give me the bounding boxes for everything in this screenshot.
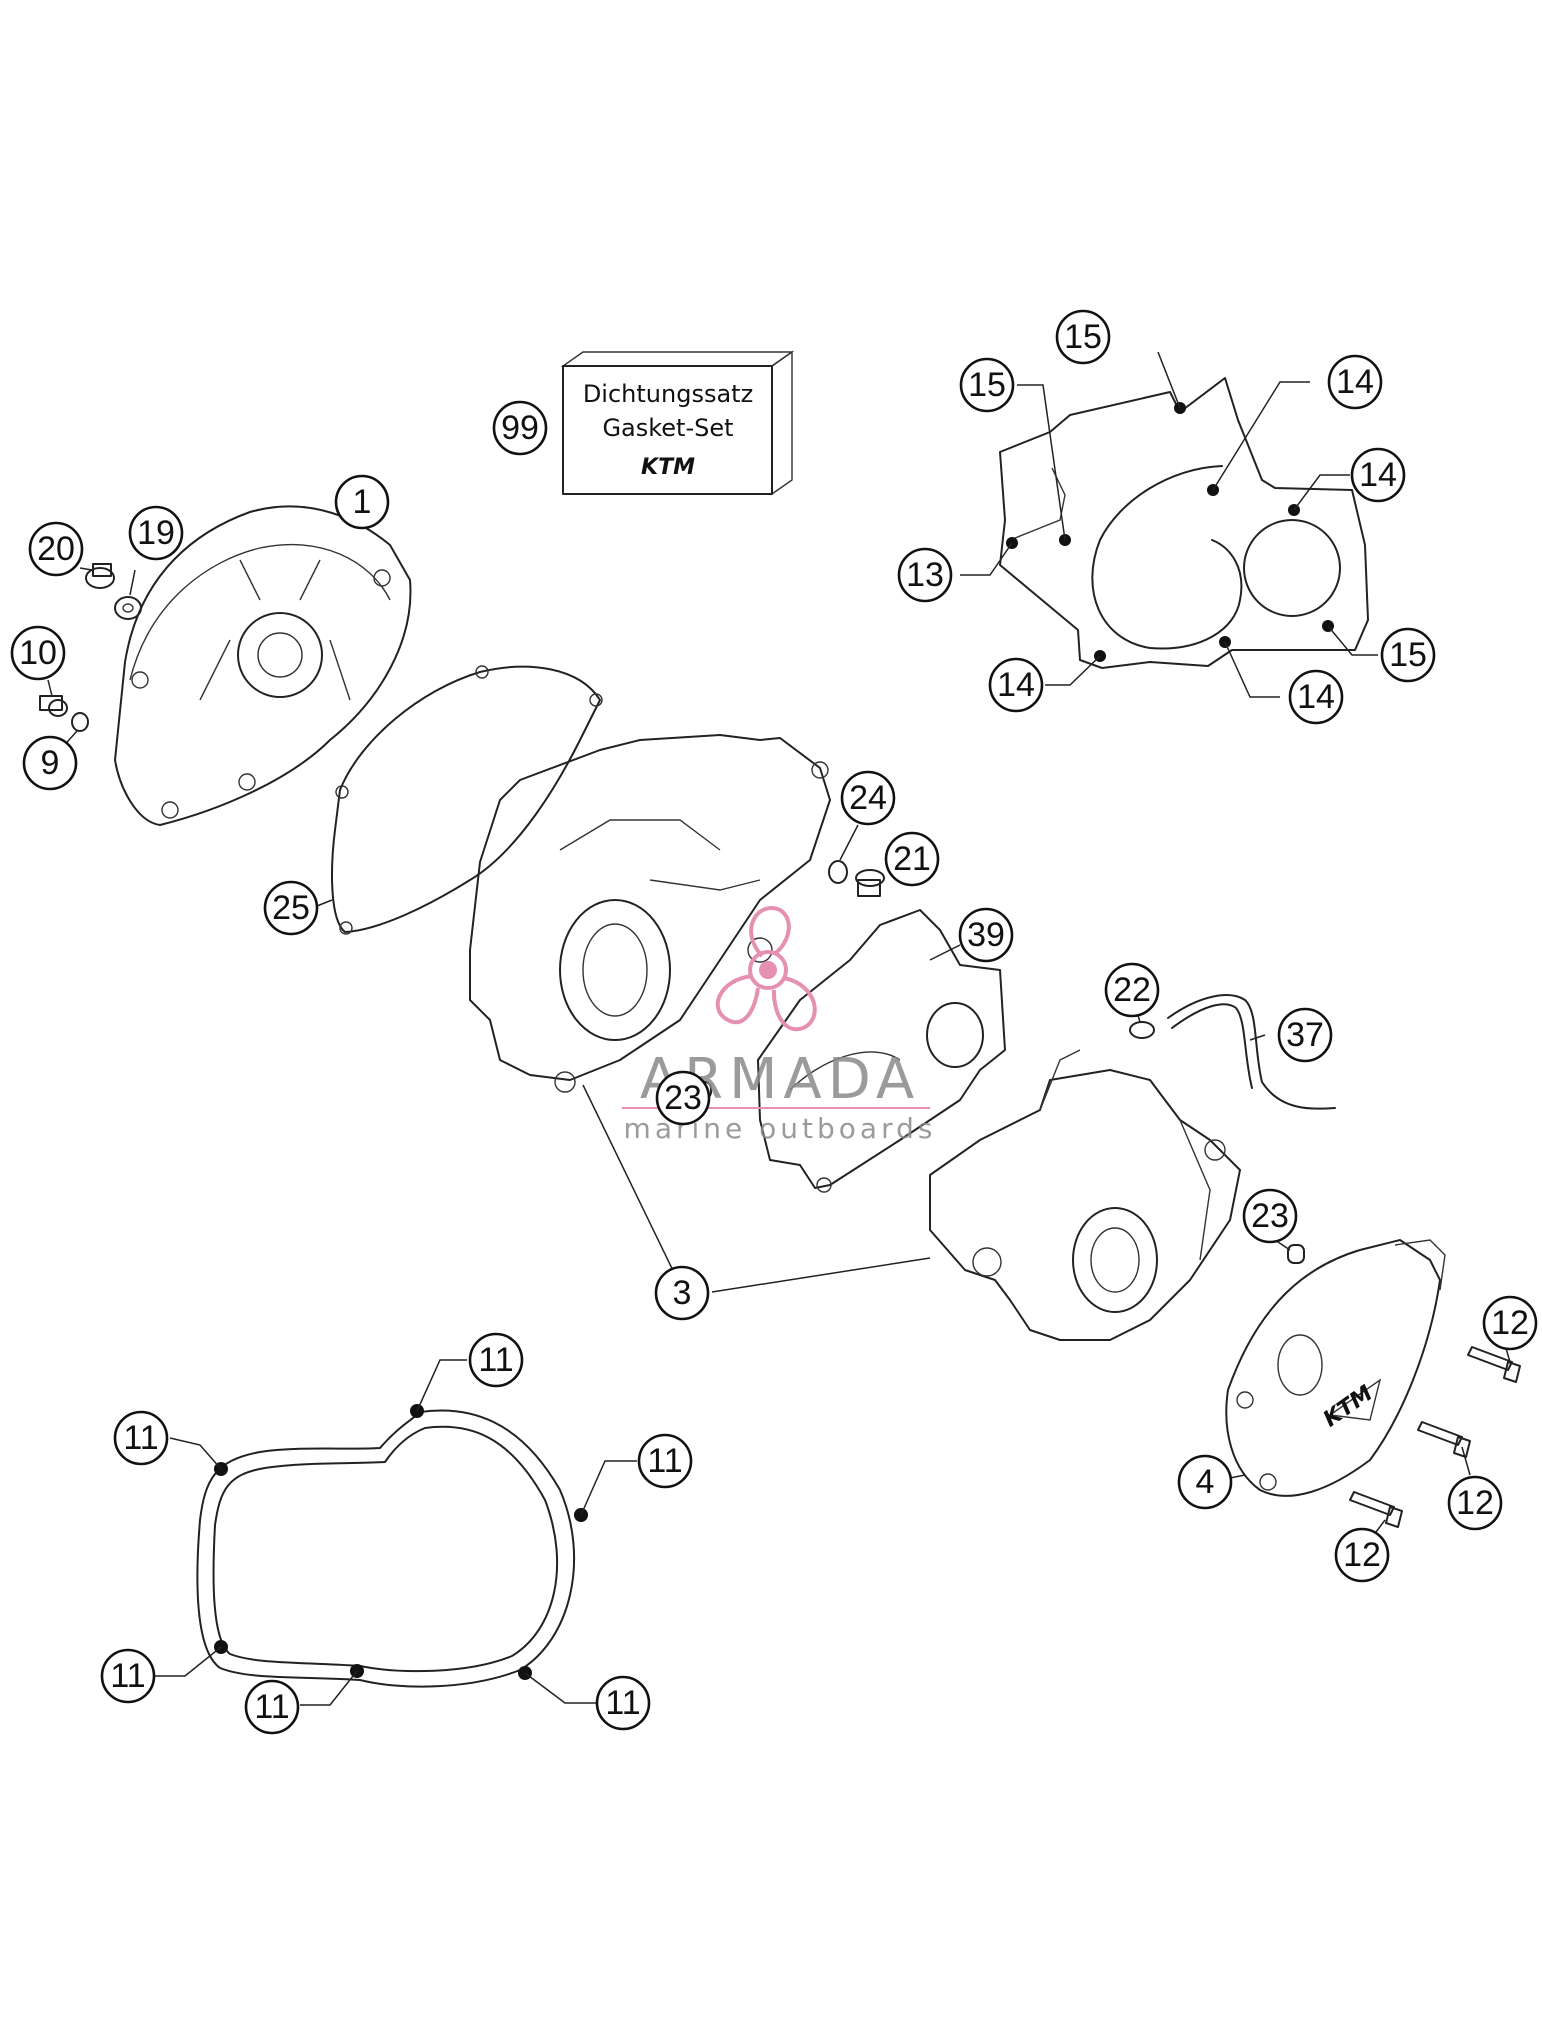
callout-number: 25 xyxy=(272,889,310,927)
callout-11-upper-left: 11 xyxy=(113,1410,169,1466)
callout-number: 11 xyxy=(123,1419,158,1457)
callout-4: 4 xyxy=(1177,1454,1233,1510)
callout-20: 20 xyxy=(28,521,84,577)
ktm-logo: KTM xyxy=(641,455,695,480)
callout-number: 13 xyxy=(906,556,944,594)
plug-and-washer xyxy=(828,824,885,897)
callout-number: 9 xyxy=(41,744,60,782)
callout-number: 19 xyxy=(137,514,175,552)
callout-number: 12 xyxy=(1456,1484,1494,1522)
cover-bolts xyxy=(1349,1344,1521,1541)
callout-number: 11 xyxy=(647,1442,682,1480)
crankcase-half-right xyxy=(711,1049,1241,1341)
callout-10: 10 xyxy=(10,625,66,681)
callout-15-right: 15 xyxy=(1380,627,1436,683)
crankcase-gasket xyxy=(311,665,603,935)
callout-99: 99 xyxy=(492,400,548,456)
callout-number: 4 xyxy=(1196,1463,1215,1501)
callout-number: 99 xyxy=(501,409,539,447)
gasket-set-box: Dichtungssatz Gasket-Set KTM xyxy=(560,350,795,496)
callout-11-lower-left: 11 xyxy=(100,1648,156,1704)
callout-23-right: 23 xyxy=(1242,1188,1298,1244)
callout-15-top: 15 xyxy=(1055,309,1111,365)
clutch-cover: KTM xyxy=(1219,1239,1446,1497)
callout-12-c: 12 xyxy=(1334,1527,1390,1583)
callout-number: 10 xyxy=(19,634,57,672)
callout-9: 9 xyxy=(22,735,78,791)
callout-number: 12 xyxy=(1343,1536,1381,1574)
callout-number: 12 xyxy=(1491,1304,1529,1342)
callout-14-bottom-left: 14 xyxy=(988,657,1044,713)
gasket-set-title-en: Gasket-Set xyxy=(602,414,733,442)
callout-14-top: 14 xyxy=(1327,354,1383,410)
callout-11-top: 11 xyxy=(468,1332,524,1388)
dowel-pin-right xyxy=(1274,1239,1305,1264)
callout-1: 1 xyxy=(334,474,390,530)
callout-21: 21 xyxy=(884,831,940,887)
clutch-cover-gasket xyxy=(155,1359,637,1706)
callout-39: 39 xyxy=(958,907,1014,963)
callout-14-right: 14 xyxy=(1350,447,1406,503)
callout-number: 15 xyxy=(1064,318,1102,356)
callout-number: 37 xyxy=(1286,1016,1324,1054)
callout-15-left: 15 xyxy=(959,357,1015,413)
ignition-cover xyxy=(114,505,412,826)
callout-number: 11 xyxy=(254,1688,289,1726)
gasket-set-title-de: Dichtungssatz xyxy=(583,380,753,408)
callout-number: 14 xyxy=(1297,678,1335,716)
callout-number: 23 xyxy=(1251,1197,1289,1235)
callout-11-lower-right: 11 xyxy=(595,1675,651,1731)
callout-number: 39 xyxy=(967,916,1005,954)
callout-3: 3 xyxy=(654,1265,710,1321)
callout-number: 21 xyxy=(893,840,931,878)
callout-number: 11 xyxy=(110,1657,145,1695)
callout-number: 22 xyxy=(1113,971,1151,1009)
callout-number: 15 xyxy=(1389,636,1427,674)
small-screws-left xyxy=(39,563,142,753)
callout-number: 14 xyxy=(997,666,1035,704)
callout-number: 11 xyxy=(605,1684,640,1722)
callout-13: 13 xyxy=(897,547,953,603)
callout-number: 11 xyxy=(478,1341,513,1379)
callout-11-upper-right: 11 xyxy=(637,1433,693,1489)
cylinder-base-gasket xyxy=(757,909,1006,1193)
callout-12-b: 12 xyxy=(1447,1475,1503,1531)
callout-number: 14 xyxy=(1359,456,1397,494)
crankcase-half-left xyxy=(469,734,831,1286)
callout-number: 3 xyxy=(673,1274,692,1312)
callout-25: 25 xyxy=(263,880,319,936)
callout-number: 15 xyxy=(968,366,1006,404)
callout-number: 1 xyxy=(353,483,372,521)
callout-22: 22 xyxy=(1104,962,1160,1018)
callout-number: 14 xyxy=(1336,363,1374,401)
watermark-propeller-icon xyxy=(715,906,817,1032)
callout-23-center: 23 xyxy=(655,1070,711,1126)
callout-number: 20 xyxy=(37,530,75,568)
callout-19: 19 xyxy=(128,505,184,561)
callout-11-bottom: 11 xyxy=(244,1679,300,1735)
callout-37: 37 xyxy=(1277,1007,1333,1063)
callout-12-a: 12 xyxy=(1482,1295,1538,1351)
callout-24: 24 xyxy=(840,770,896,826)
callout-14-bottom-right: 14 xyxy=(1288,669,1344,725)
callout-number: 23 xyxy=(664,1079,702,1117)
callout-number: 24 xyxy=(849,779,887,817)
cover-gasket-upper xyxy=(960,351,1378,698)
